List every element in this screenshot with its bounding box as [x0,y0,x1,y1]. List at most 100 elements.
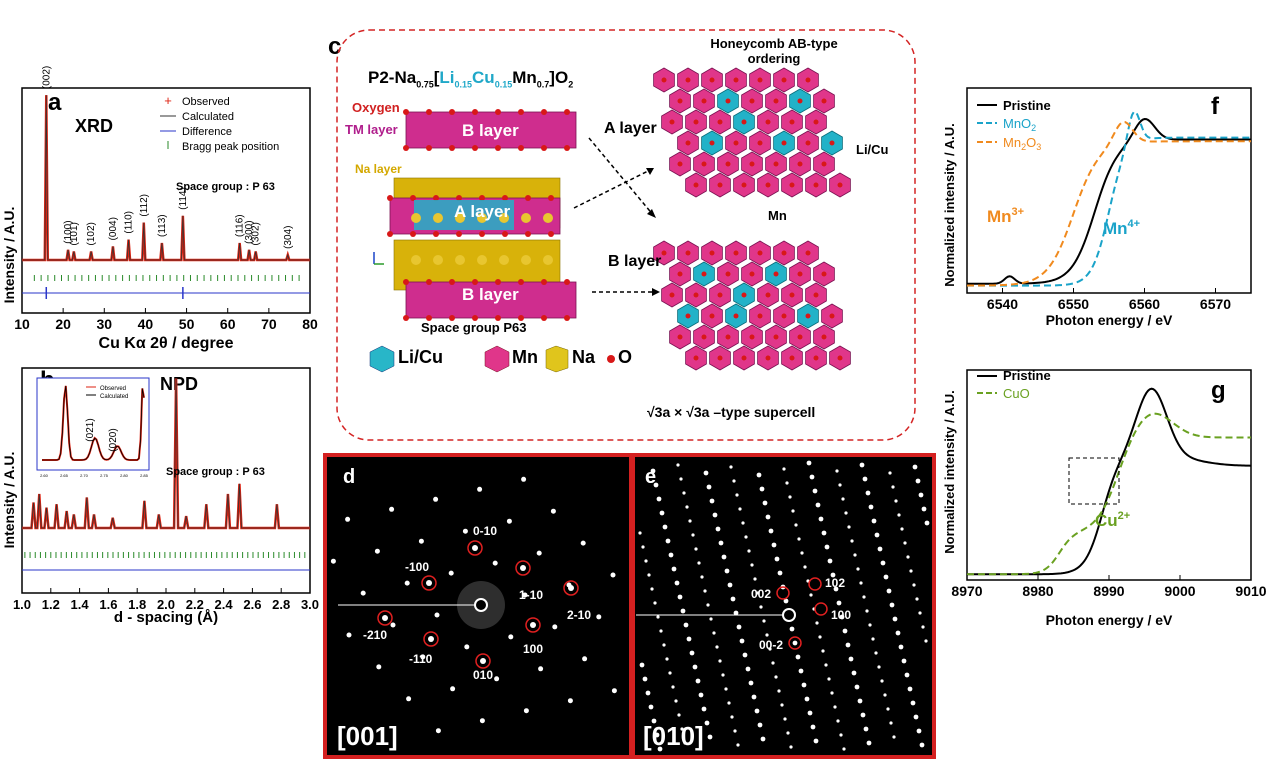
diffraction-spot [874,532,880,538]
oxygen-atom [669,292,675,298]
x-tick-label: 8980 [1022,583,1053,599]
na-atom [455,213,465,223]
diffraction-spot [786,731,790,735]
label-space-group-p63: Space group P63 [421,320,527,335]
diffraction-spot [821,530,827,536]
panel-a-ylabel: Intensity / A.U. [1,207,17,304]
diffraction-spot [727,582,733,588]
diffraction-spot [653,482,659,488]
label-b-layer-bottom: B layer [462,285,519,304]
oxygen-atom [449,109,455,115]
oxygen-atom [805,313,811,319]
diffraction-spot [883,574,889,580]
diffraction-spot [798,668,804,674]
diffraction-spot [736,624,742,630]
diffraction-spot [795,654,801,660]
inset-label-020: (020) [108,428,119,451]
legend-mn2o3: Mn2O3 [1003,135,1041,152]
oxygen-atom [518,109,524,115]
diffraction-spot [642,676,648,682]
diffraction-spot [901,658,907,664]
calculated-pattern [22,95,310,261]
oxygen-atom [403,109,409,115]
oxygen-atom [449,315,455,321]
diffraction-spot [748,680,754,686]
diffraction-spot [871,518,877,524]
panel-c-structure [336,29,916,441]
diffraction-spot [701,706,707,712]
diffraction-spot [650,587,654,591]
diffraction-spot [404,580,410,586]
diffraction-spot [480,658,486,664]
oxygen-atom-icon [607,355,615,363]
diffraction-spot [697,561,701,565]
diffraction-spot [857,698,863,704]
legend-mn2o3-sub-1: 2 [1021,142,1026,152]
oxygen-atom [685,77,691,83]
oxygen-atom [685,140,691,146]
diffraction-spot [792,640,798,646]
diffraction-spot [733,729,737,733]
inset-legend-calculated: Calculated [100,394,128,400]
diffraction-spot [656,615,660,619]
panel-d-frame [323,453,633,759]
oxygen-atom [410,195,416,201]
diffraction-spot [644,559,648,563]
diffraction-spot [330,558,336,564]
na-atom [521,255,531,265]
peak-label: (100) [63,220,74,243]
diffraction-spot [791,509,795,513]
diffraction-spot [738,507,742,511]
diffraction-spot [715,526,721,532]
diffraction-spot [648,704,654,710]
oxygen-atom [717,292,723,298]
diffraction-spot [903,541,907,545]
oxygen-atom [472,109,478,115]
formula-part: ]O [549,68,569,87]
inset-x-tick-label: 2.80 [120,473,129,478]
diffraction-spot [477,486,483,492]
diffraction-spot [683,622,689,628]
oxygen-atom [741,355,747,361]
li-cu-polyhedron-icon [369,345,395,373]
diffraction-spot [754,708,760,714]
diffraction-spot [426,580,432,586]
x-tick-label: 2.2 [186,597,204,612]
oxygen-atom [821,271,827,277]
oxygen-atom [433,231,439,237]
oxygen-atom [541,145,547,151]
x-tick-label: 9010 [1235,583,1266,599]
diffraction-spot [420,654,426,660]
mn3-sup: 3+ [1012,206,1025,218]
oxygen-atom [733,77,739,83]
mn2o3-curve [966,120,1252,287]
diffraction-spot [703,589,707,593]
oxygen-atom [725,271,731,277]
oxygen-atom [813,355,819,361]
peak-label: (102) [86,222,97,245]
label-tm-layer: TM layer [345,122,398,137]
diffraction-spot [506,518,512,524]
diffraction-spot [671,685,675,689]
diffraction-spot [374,548,380,554]
formula-cu: Cu [472,68,495,87]
diffraction-spot [523,708,529,714]
panel-g-letter: g [1211,377,1226,404]
diffraction-spot [788,495,792,499]
oxygen-atom [717,182,723,188]
inset-label-021: (021) [85,418,96,441]
oxygen-atom [733,250,739,256]
spot-label: 100 [523,642,543,656]
oxygen-atom [733,313,739,319]
diffraction-spot [924,639,928,643]
oxygen-atom [502,231,508,237]
diffraction-spot [789,745,793,749]
diffraction-spot [376,664,382,670]
diffraction-spot [729,465,733,469]
oxygen-atom [541,279,547,285]
diffraction-spot [838,483,842,487]
panel-c-layer-stack [373,109,577,321]
panel-e-letter: e [645,466,656,488]
diffraction-spot [724,568,730,574]
